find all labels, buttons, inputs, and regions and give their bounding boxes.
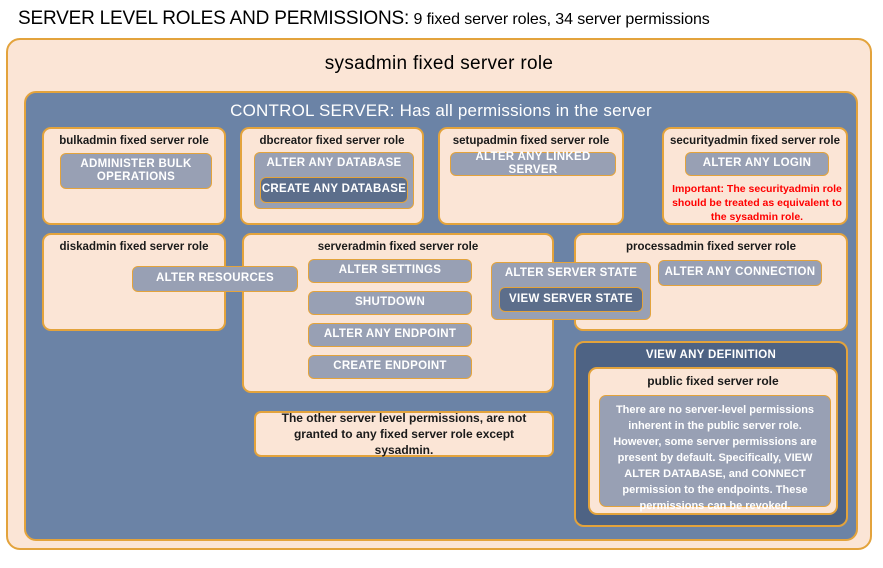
role-title-serveradmin: serveradmin fixed server role <box>317 241 479 253</box>
view-any-definition-panel: VIEW ANY DEFINITION public fixed server … <box>574 341 848 527</box>
page-title-strong: SERVER LEVEL ROLES AND PERMISSIONS: <box>18 8 410 29</box>
permission-view-server-state[interactable]: VIEW SERVER STATE <box>499 287 643 312</box>
role-title-bulkadmin: bulkadmin fixed server role <box>59 135 209 147</box>
public-role-description: There are no server-level permissions in… <box>599 395 831 512</box>
permission-administer-bulk-operations[interactable]: ADMINISTER BULK OPERATIONS <box>60 153 212 189</box>
securityadmin-important-note: Important: The securityadmin role should… <box>672 183 842 224</box>
role-box-securityadmin: securityadmin fixed server role ALTER AN… <box>662 127 848 225</box>
role-box-dbcreator: dbcreator fixed server role ALTER ANY DA… <box>240 127 424 225</box>
role-title-processadmin: processadmin fixed server role <box>625 241 797 253</box>
sysadmin-role-title: sysadmin fixed server role <box>324 53 554 74</box>
role-box-bulkadmin: bulkadmin fixed server role ADMINISTER B… <box>42 127 226 225</box>
role-box-serveradmin: serveradmin fixed server role ALTER SETT… <box>242 233 554 393</box>
permission-create-endpoint[interactable]: CREATE ENDPOINT <box>308 355 472 379</box>
role-title-diskadmin: diskadmin fixed server role <box>59 241 209 253</box>
view-any-definition-title: VIEW ANY DEFINITION <box>645 349 777 361</box>
permission-alter-any-database-label: ALTER ANY DATABASE <box>266 157 402 169</box>
role-title-securityadmin: securityadmin fixed server role <box>669 135 841 147</box>
page-title: SERVER LEVEL ROLES AND PERMISSIONS: 9 fi… <box>18 8 878 36</box>
permission-alter-server-state-label: ALTER SERVER STATE <box>504 267 638 279</box>
role-box-public: public fixed server role There are no se… <box>588 367 838 515</box>
permission-alter-any-connection[interactable]: ALTER ANY CONNECTION <box>658 260 822 286</box>
permission-alter-settings[interactable]: ALTER SETTINGS <box>308 259 472 283</box>
role-title-public: public fixed server role <box>647 374 779 388</box>
control-server-title: CONTROL SERVER: Has all permissions in t… <box>230 101 652 120</box>
footer-version-label: SQL Server 2017 <box>42 554 135 568</box>
page-title-subtitle: 9 fixed server roles, 34 server permissi… <box>409 11 710 28</box>
permission-alter-any-endpoint[interactable]: ALTER ANY ENDPOINT <box>308 323 472 347</box>
sysadmin-role-panel: sysadmin fixed server role CONTROL SERVE… <box>6 38 872 568</box>
other-permissions-note: The other server level permissions, are … <box>254 411 554 457</box>
role-title-setupadmin: setupadmin fixed server role <box>452 135 610 147</box>
permission-shutdown[interactable]: SHUTDOWN <box>308 291 472 315</box>
permission-alter-any-login[interactable]: ALTER ANY LOGIN <box>685 152 829 176</box>
permission-alter-resources[interactable]: ALTER RESOURCES <box>132 266 298 292</box>
role-title-dbcreator: dbcreator fixed server role <box>259 135 405 147</box>
role-box-setupadmin: setupadmin fixed server role ALTER ANY L… <box>438 127 624 225</box>
permission-create-any-database[interactable]: CREATE ANY DATABASE <box>260 177 408 203</box>
permission-alter-any-linked-server[interactable]: ALTER ANY LINKED SERVER <box>450 151 616 176</box>
control-server-panel: CONTROL SERVER: Has all permissions in t… <box>24 91 858 541</box>
